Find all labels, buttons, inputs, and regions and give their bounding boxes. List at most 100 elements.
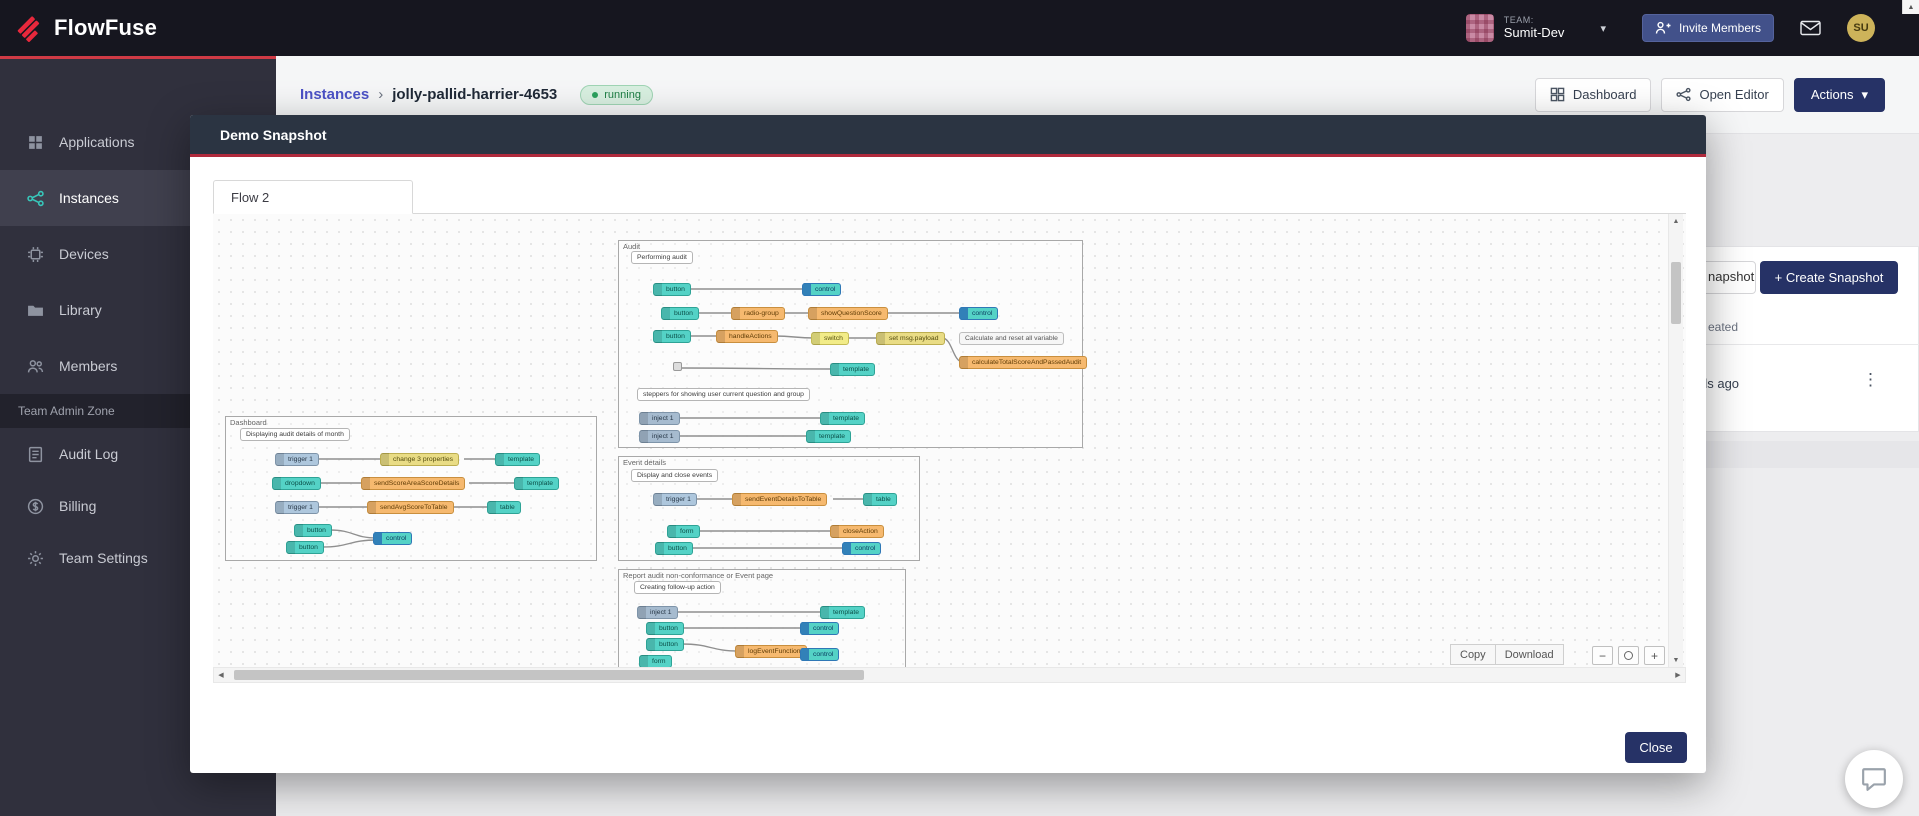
flow-node: trigger 1 bbox=[275, 453, 319, 466]
actions-button-label: Actions bbox=[1810, 87, 1854, 102]
canvas-horizontal-scrollbar[interactable]: ◀ ▶ bbox=[213, 667, 1686, 683]
sidebar-item-library[interactable]: Library bbox=[0, 282, 276, 338]
scroll-left-arrow[interactable]: ◀ bbox=[218, 672, 224, 679]
scroll-up-arrow[interactable]: ▲ bbox=[1672, 217, 1680, 225]
sidebar-item-team-settings[interactable]: Team Settings bbox=[0, 532, 276, 584]
download-button[interactable]: Download bbox=[1495, 644, 1564, 665]
applications-icon bbox=[27, 134, 44, 151]
editor-flow-icon bbox=[1676, 87, 1692, 102]
flow-node: sendEventDetailsToTable bbox=[732, 493, 828, 506]
horizontal-scroll-thumb[interactable] bbox=[234, 670, 864, 680]
status-label: running bbox=[604, 88, 641, 101]
flow-node: form bbox=[667, 525, 700, 538]
zoom-in-button[interactable]: + bbox=[1644, 646, 1665, 665]
scroll-down-arrow[interactable]: ▼ bbox=[1672, 656, 1680, 664]
open-editor-button[interactable]: Open Editor bbox=[1661, 77, 1784, 112]
flow-node: template bbox=[830, 363, 876, 376]
flow-node: change 3 properties bbox=[380, 453, 460, 466]
sidebar-item-billing[interactable]: Billing bbox=[0, 480, 276, 532]
flow-node: closeAction bbox=[830, 525, 884, 538]
copy-button[interactable]: Copy bbox=[1450, 644, 1496, 665]
status-badge: running bbox=[580, 84, 653, 105]
flow-node: control bbox=[842, 542, 882, 555]
flow-node: button bbox=[653, 283, 691, 296]
page-scrollbar-up-arrow[interactable]: ▲ bbox=[1902, 0, 1919, 14]
flow-node: control bbox=[802, 283, 842, 296]
team-label: TEAM: bbox=[1503, 15, 1534, 26]
dashboard-icon bbox=[1550, 87, 1565, 102]
flow-node: sendAvgScoreToTable bbox=[367, 501, 454, 514]
instances-icon bbox=[27, 190, 44, 207]
flowfuse-logo-icon bbox=[17, 16, 40, 42]
breadcrumb-separator: › bbox=[378, 86, 384, 103]
flow-node: table bbox=[863, 493, 897, 506]
sidebar-item-devices[interactable]: Devices bbox=[0, 226, 276, 282]
sidebar-item-label: Members bbox=[59, 358, 118, 374]
flow-node: template bbox=[514, 477, 560, 490]
flowfuse-logo[interactable]: FlowFuse bbox=[16, 14, 157, 42]
zoom-reset-button[interactable] bbox=[1618, 646, 1639, 665]
devices-icon bbox=[27, 246, 44, 263]
flow-node: inject 1 bbox=[639, 430, 680, 443]
canvas-vertical-scrollbar[interactable]: ▲ ▼ bbox=[1668, 214, 1683, 667]
user-avatar[interactable]: SU bbox=[1847, 14, 1875, 42]
breadcrumb-instances-link[interactable]: Instances bbox=[300, 86, 370, 103]
sidebar-item-audit-log[interactable]: Audit Log bbox=[0, 428, 276, 480]
flow-node bbox=[673, 362, 682, 371]
flow-node: button bbox=[294, 524, 332, 537]
flow-node: template bbox=[820, 412, 866, 425]
sidebar-item-members[interactable]: Members bbox=[0, 338, 276, 394]
flow-comment-node: Display and close events bbox=[631, 469, 719, 482]
sidebar-item-label: Audit Log bbox=[59, 446, 119, 462]
members-icon bbox=[27, 358, 44, 375]
team-selector[interactable]: TEAM: Sumit-Dev ▾ bbox=[1456, 10, 1616, 46]
dashboard-button[interactable]: Dashboard bbox=[1534, 77, 1652, 112]
sidebar-item-applications[interactable]: Applications bbox=[0, 114, 276, 170]
zoom-controls: − + bbox=[1592, 646, 1665, 665]
chevron-down-icon: ▾ bbox=[1600, 22, 1606, 35]
flow-node: sendScoreAreaScoreDetails bbox=[361, 477, 466, 490]
sidebar-item-label: Devices bbox=[59, 246, 109, 262]
flow-node: showQuestionScore bbox=[808, 307, 888, 320]
gear-icon bbox=[27, 550, 44, 567]
invite-members-button[interactable]: Invite Members bbox=[1641, 14, 1774, 42]
flow-node: control bbox=[800, 622, 840, 635]
vertical-scroll-thumb[interactable] bbox=[1671, 262, 1681, 324]
zoom-reset-icon bbox=[1624, 651, 1633, 660]
flow-node: template bbox=[806, 430, 852, 443]
modal-accent-line bbox=[190, 154, 1706, 157]
sidebar-accent-line bbox=[0, 56, 276, 59]
breadcrumb: Instances › jolly-pallid-harrier-4653 ru… bbox=[300, 84, 653, 105]
flow-node: table bbox=[487, 501, 521, 514]
flow-node: logEventFunction bbox=[735, 645, 807, 658]
flow-tab[interactable]: Flow 2 bbox=[213, 180, 413, 214]
flow-comment-node: Displaying audit details of month bbox=[240, 428, 350, 441]
flow-node: button bbox=[655, 542, 693, 555]
logo-text: FlowFuse bbox=[54, 15, 158, 40]
flow-node: button bbox=[661, 307, 699, 320]
modal-title: Demo Snapshot bbox=[220, 126, 327, 143]
flow-node: template bbox=[495, 453, 541, 466]
top-navbar: FlowFuse TEAM: Sumit-Dev ▾ Invite Member… bbox=[0, 0, 1919, 56]
team-info: TEAM: Sumit-Dev bbox=[1504, 15, 1565, 40]
mail-icon[interactable] bbox=[1800, 20, 1821, 36]
flow-group-label: Event details bbox=[623, 458, 666, 467]
chat-widget-button[interactable] bbox=[1845, 750, 1903, 808]
flow-node: control bbox=[959, 307, 999, 320]
sidebar-item-label: Library bbox=[59, 302, 102, 318]
flow-node: radio-group bbox=[731, 307, 785, 320]
flow-node: template bbox=[820, 606, 866, 619]
open-editor-button-label: Open Editor bbox=[1699, 87, 1769, 102]
scroll-right-arrow[interactable]: ▶ bbox=[1675, 672, 1681, 679]
snapshot-preview-modal: Demo Snapshot Flow 2 ▲ ▼ Copy Download −… bbox=[190, 115, 1706, 773]
actions-button[interactable]: Actions ▾ bbox=[1793, 77, 1885, 112]
flow-comment-node: steppers for showing user current questi… bbox=[637, 388, 810, 401]
flow-node: button bbox=[646, 622, 684, 635]
kebab-menu-icon[interactable]: ⋮ bbox=[1862, 370, 1879, 389]
snapshot-button-fragment: napshot bbox=[1708, 269, 1755, 284]
zoom-out-button[interactable]: − bbox=[1592, 646, 1613, 665]
create-snapshot-button[interactable]: + Create Snapshot bbox=[1760, 261, 1898, 294]
close-button[interactable]: Close bbox=[1625, 732, 1687, 763]
